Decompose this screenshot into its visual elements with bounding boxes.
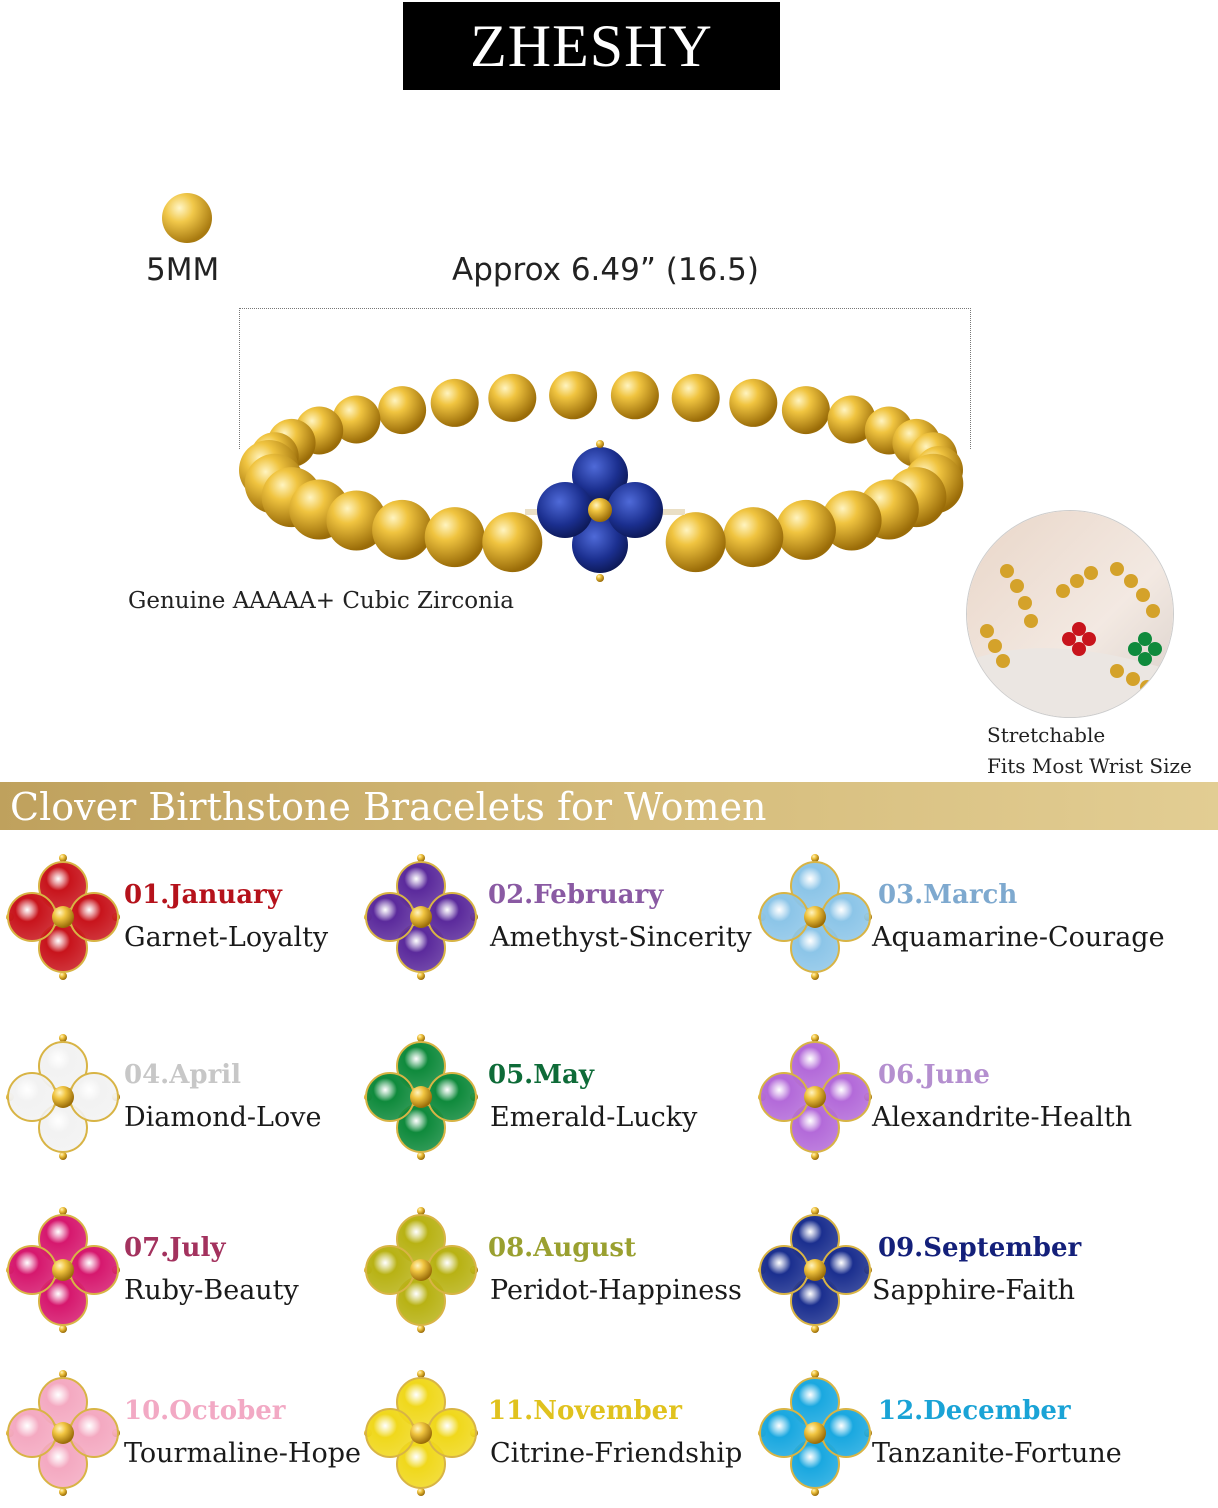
birthstone-month: 09.September <box>878 1233 1082 1263</box>
birthstone-name: Emerald-Lucky <box>490 1102 698 1133</box>
length-measure-bracket <box>239 308 971 449</box>
clover-stone-icon <box>758 1370 872 1496</box>
birthstone-month: 12.December <box>878 1396 1071 1426</box>
clover-stone-icon <box>364 1370 478 1496</box>
stretchable-note: Stretchable Fits Most Wrist Size <box>987 720 1192 782</box>
birthstone-name: Sapphire-Faith <box>872 1275 1076 1306</box>
birthstone-name: Citrine-Friendship <box>490 1438 743 1469</box>
gold-bead-icon <box>162 193 212 243</box>
clover-stone-icon <box>364 854 478 980</box>
birthstone-month: 08.August <box>488 1233 637 1263</box>
stretchable-line2: Fits Most Wrist Size <box>987 754 1192 778</box>
birthstone-name: Garnet-Loyalty <box>124 922 329 953</box>
birthstone-name: Diamond-Love <box>124 1102 322 1133</box>
birthstone-month: 07.July <box>124 1233 226 1263</box>
clover-stone-icon <box>6 1034 120 1160</box>
clover-stone-icon <box>364 1207 478 1333</box>
birthstone-month: 10.October <box>124 1396 286 1426</box>
birthstone-month: 01.January <box>124 880 282 910</box>
brand-logo: ZHESHY <box>403 2 780 90</box>
birthstone-month: 03.March <box>878 880 1018 910</box>
birthstone-month: 04.April <box>124 1060 242 1090</box>
birthstone-name: Tourmaline-Hope <box>124 1438 361 1469</box>
clover-stone-icon <box>758 854 872 980</box>
banner-title: Clover Birthstone Bracelets for Women <box>10 785 767 829</box>
birthstone-name: Peridot-Happiness <box>490 1275 742 1306</box>
clover-stone-icon <box>364 1034 478 1160</box>
birthstone-month: 02.February <box>488 880 664 910</box>
birthstone-name: Tanzanite-Fortune <box>872 1438 1122 1469</box>
stretchable-line1: Stretchable <box>987 723 1106 747</box>
birthstone-month: 05.May <box>488 1060 594 1090</box>
birthstone-name: Aquamarine-Courage <box>872 922 1165 953</box>
clover-stone-icon <box>758 1207 872 1333</box>
clover-stone-icon <box>6 1370 120 1496</box>
birthstone-month: 06.June <box>878 1060 990 1090</box>
birthstone-name: Amethyst-Sincerity <box>490 922 752 953</box>
bead-size-label: 5MM <box>146 252 220 288</box>
clover-stone-icon <box>6 854 120 980</box>
clover-stone-icon <box>758 1034 872 1160</box>
cubic-zirconia-label: Genuine AAAAA+ Cubic Zirconia <box>128 588 514 614</box>
birthstone-name: Alexandrite-Health <box>872 1102 1133 1133</box>
bracelet-image <box>239 371 964 582</box>
section-banner: Clover Birthstone Bracelets for Women <box>0 782 1218 830</box>
birthstone-month: 11.November <box>488 1396 682 1426</box>
stretchable-detail-photo <box>966 510 1174 718</box>
length-label: Approx 6.49” (16.5) <box>452 252 759 288</box>
clover-stone-icon <box>6 1207 120 1333</box>
birthstone-name: Ruby-Beauty <box>124 1275 299 1306</box>
